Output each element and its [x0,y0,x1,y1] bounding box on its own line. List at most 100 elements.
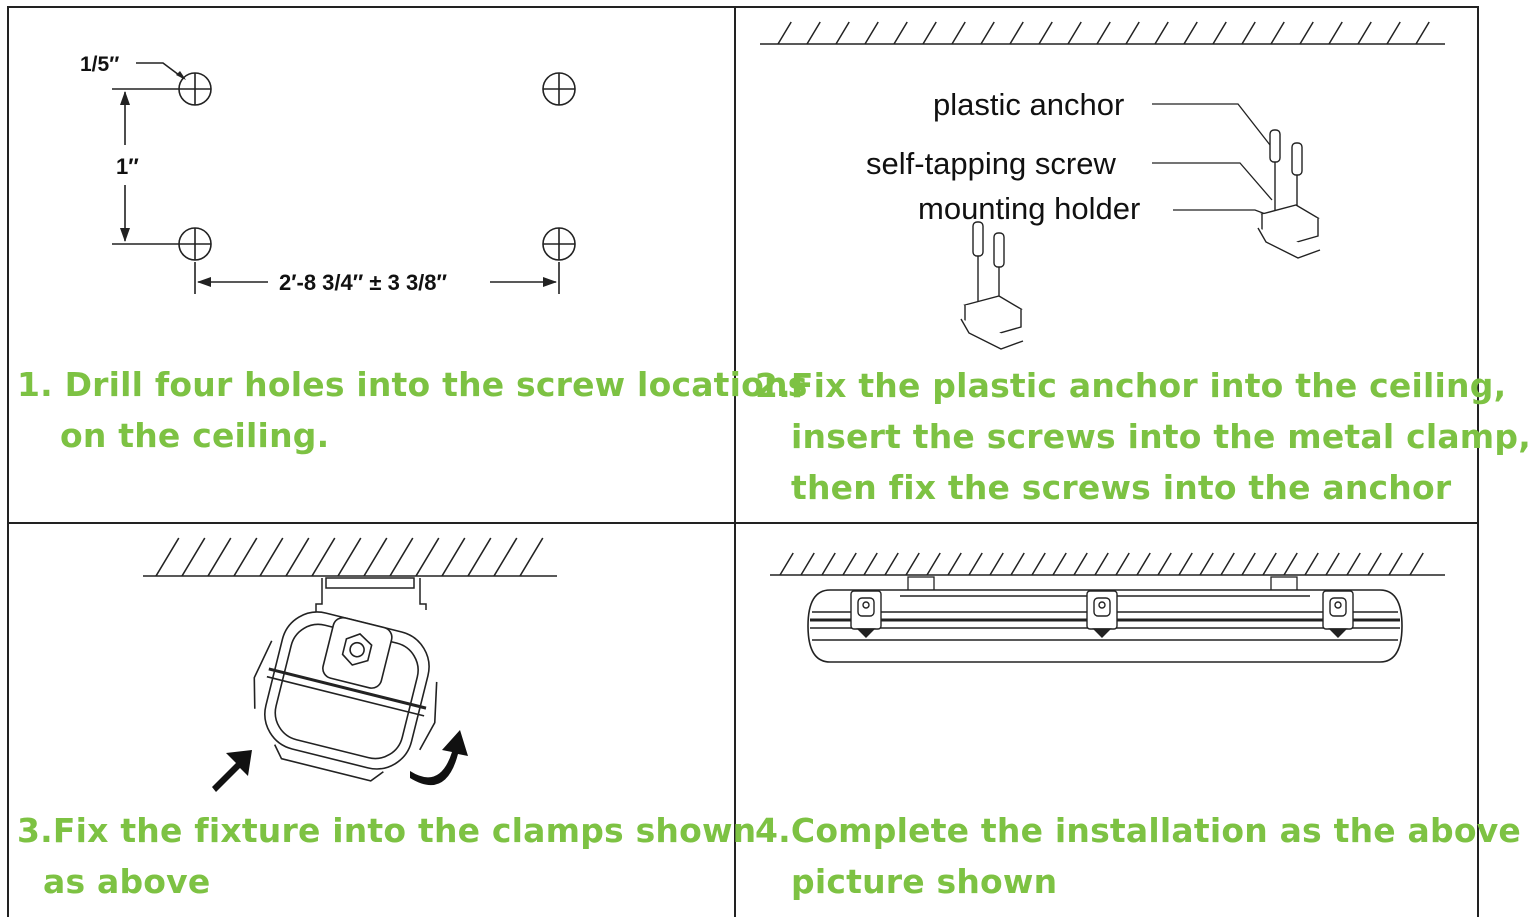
ceiling-hatch-2-12 [1125,21,1140,45]
ceiling-hatch-4-1 [800,552,815,576]
ceiling-hatch-4-4 [863,552,878,576]
ceiling-hatch-4-19 [1178,552,1193,576]
fixture-clamp-3 [1322,590,1354,638]
mounting-holder-label: mounting holder [918,191,1140,226]
ceiling-hatch-3-9 [389,537,414,577]
ceiling-hatch-4-13 [1052,552,1067,576]
ceiling-hatch-2-9 [1038,21,1053,45]
step-4-line-2: picture shown [791,862,1058,901]
ceiling-hatch-4-26 [1325,552,1340,576]
ceiling-hatch-4-11 [1010,552,1025,576]
ceiling-hatch-4-12 [1031,552,1046,576]
ceiling-hatch-2-14 [1183,21,1198,45]
ceiling-hatch-2-2 [835,21,850,45]
ceiling-hatch-4-10 [989,552,1004,576]
step-3-line-1: 3.Fix the fixture into the clamps shown [17,811,757,850]
hole-size-leader [136,62,184,79]
plastic-anchor-leader [1152,103,1271,146]
step-4-line-1: 4.Complete the installation as the above [755,811,1521,850]
step-2-panel [735,6,1479,524]
ceiling-hatch-2-20 [1357,21,1372,45]
ceiling-hatch-4-16 [1115,552,1130,576]
step-3-panel [7,523,736,917]
ceiling-hatch-2-11 [1096,21,1111,45]
ceiling-hatch-4-2 [821,552,836,576]
step-1-caption: 1. Drill four holes into the screw locat… [17,359,808,461]
ceiling-hatch-2-10 [1067,21,1082,45]
ceiling-hatch-4-28 [1367,552,1382,576]
hole-bottom-right [542,227,576,261]
ceiling-hatch-2-22 [1415,21,1430,45]
ceiling-hatch-3-3 [233,537,258,577]
ceiling-hatch-2-17 [1270,21,1285,45]
ceiling-hatch-3-1 [181,537,206,577]
hole-size-label: 1/5″ [80,53,119,76]
ceiling-hatch-2-1 [806,21,821,45]
ceiling-hatch-3-2 [207,537,232,577]
step-4-panel [735,523,1479,917]
step-2-line-2: insert the screws into the metal clamp, [791,417,1531,456]
ceiling-hatch-4-18 [1157,552,1172,576]
ceiling-hatch-4-5 [884,552,899,576]
step-2-line-3: then fix the screws into the anchor [791,468,1452,507]
step-2-diagram: plastic anchor self-tapping screw mounti… [760,21,1445,350]
ceiling-hatch-2-5 [922,21,937,45]
step-1-panel [7,6,736,524]
step-1-line-2: on the ceiling. [60,416,330,455]
ceiling-hatch-4-22 [1241,552,1256,576]
ceiling-hatch-3-4 [259,537,284,577]
step-3-diagram [143,537,557,792]
instruction-grid: 1/5″ 1″ 2′-8 3/4″ ± 3 3/8″ 1. Drill four… [7,6,1531,917]
ceiling-hatch-4-30 [1409,552,1424,576]
ceiling-hatch-3-5 [285,537,310,577]
ceiling-hatch-4-23 [1262,552,1277,576]
fixture-clamp-1 [850,590,882,638]
fixture-end-view [253,611,438,782]
ceiling-hatch-4-17 [1136,552,1151,576]
ceiling-hatch-3-6 [311,537,336,577]
ceiling-hatch-4-9 [968,552,983,576]
vertical-spacing-label: 1″ [116,154,139,179]
ceiling-hatch-3-0 [155,537,180,577]
ceiling-hatch-4-8 [947,552,962,576]
ceiling-hatch-3-8 [363,537,388,577]
plastic-anchor-label: plastic anchor [933,87,1124,122]
ceiling-hatch-4-3 [842,552,857,576]
ceiling-hatch-4-24 [1283,552,1298,576]
ceiling-hatch-2-19 [1328,21,1343,45]
ceiling-hatch-2-3 [864,21,879,45]
ceiling-hatch-4-14 [1073,552,1088,576]
mounting-assembly-right [1257,129,1321,259]
ceiling-hatch-2-18 [1299,21,1314,45]
ceiling-hatch-4-0 [779,552,794,576]
ceiling-hatch-2-0 [777,21,792,45]
ceiling-hatch-4-7 [926,552,941,576]
ceiling-hatch-4-6 [905,552,920,576]
push-arrow-icon [212,750,252,792]
ceiling-hatch-4-21 [1220,552,1235,576]
ceiling-hatch-4-25 [1304,552,1319,576]
hole-top-right [542,72,576,106]
ceiling-hatch-3-10 [415,537,440,577]
step-4-diagram [770,552,1445,663]
ceiling-hatch-2-8 [1009,21,1024,45]
step-2-caption: 2.Fix the plastic anchor into the ceilin… [755,360,1531,513]
mounting-assembly-left [960,221,1024,350]
ceiling-hatch-2-7 [980,21,995,45]
step-3-caption: 3.Fix the fixture into the clamps shown … [17,805,756,907]
step-1-diagram: 1/5″ 1″ 2′-8 3/4″ ± 3 3/8″ [80,53,576,295]
step-2-line-1: 2.Fix the plastic anchor into the ceilin… [755,366,1507,405]
rotate-arrow-icon [410,730,468,786]
ceiling-hatch-3-14 [519,537,544,577]
ceiling-hatch-2-13 [1154,21,1169,45]
ceiling-hatch-2-16 [1241,21,1256,45]
ceiling-hatch-4-20 [1199,552,1214,576]
ceiling-hatch-2-21 [1386,21,1401,45]
ceiling-hatch-4-27 [1346,552,1361,576]
self-tapping-screw-label: self-tapping screw [866,146,1116,181]
ceiling-hatch-3-7 [337,537,362,577]
ceiling-hatch-2-15 [1212,21,1227,45]
ceiling-hatch-3-13 [493,537,518,577]
step-1-line-1: 1. Drill four holes into the screw locat… [17,365,808,404]
screw-leader [1152,162,1273,201]
